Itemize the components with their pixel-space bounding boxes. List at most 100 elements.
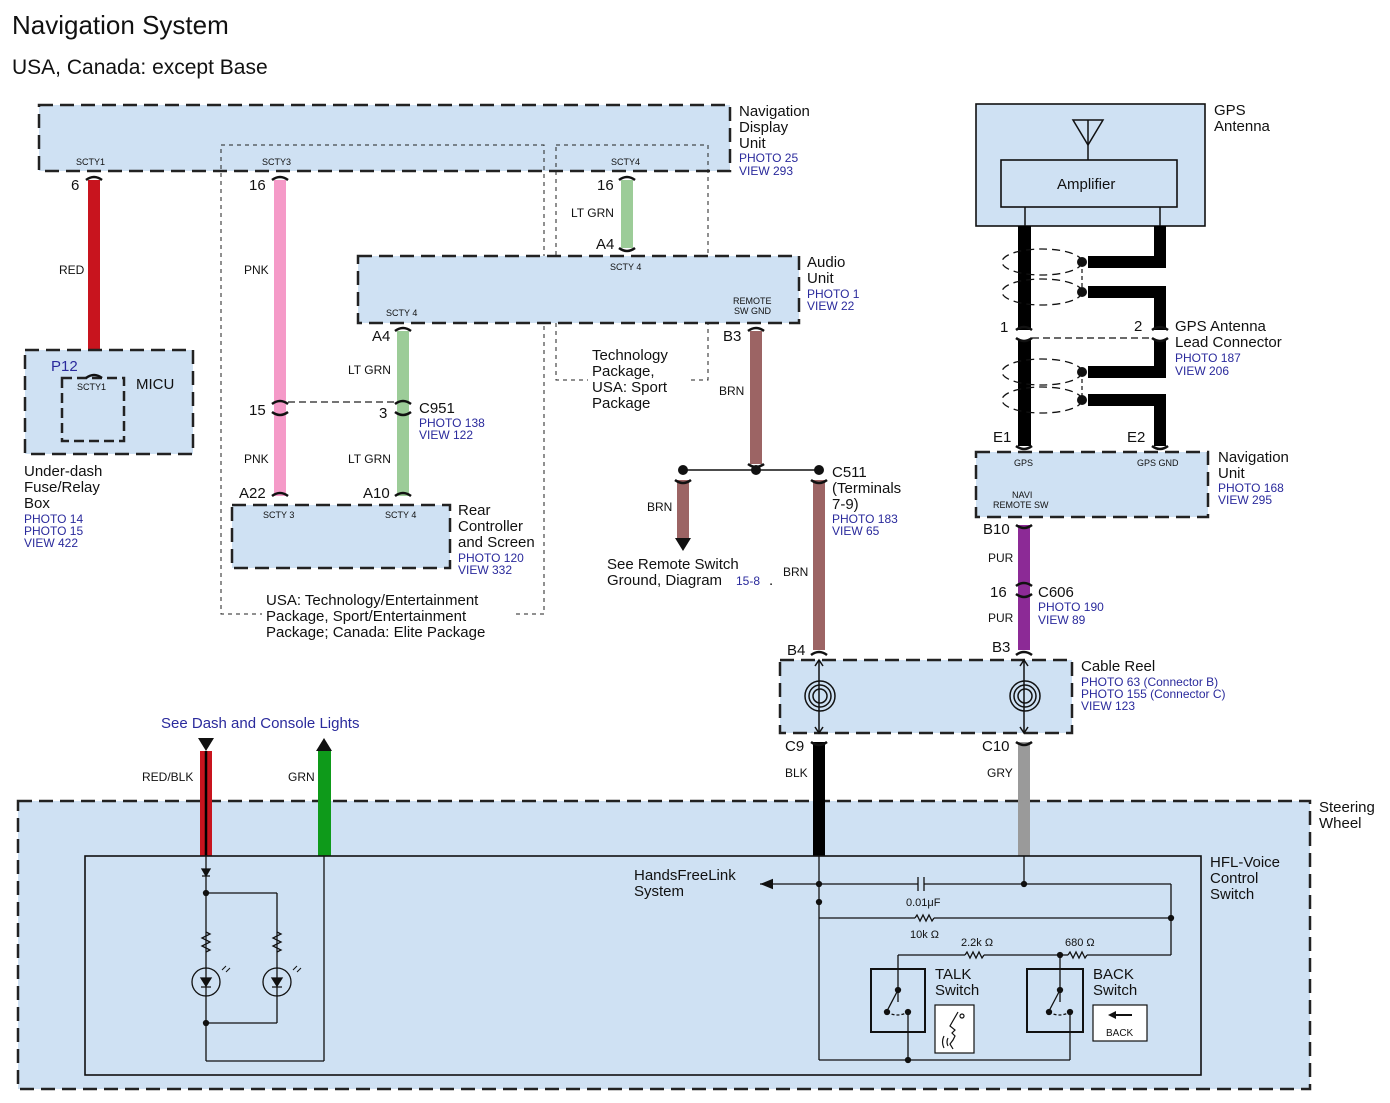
hfl-system-label: System	[634, 883, 684, 900]
pin-label: A22	[239, 485, 266, 502]
amplifier-block	[1000, 159, 1178, 208]
audio-unit[interactable]: SCTY 4 SCTY 4 REMOTE SW GND Audio Unit P…	[356, 254, 860, 325]
view-ref-link[interactable]: VIEW 122	[419, 428, 473, 442]
switch-name: BACK	[1093, 966, 1134, 983]
pin-label: P12	[51, 358, 78, 375]
gps-antenna[interactable]: Amplifier GPS Antenna	[975, 102, 1271, 227]
connector-label: SCTY 3	[263, 510, 294, 520]
wire-brown	[813, 480, 825, 650]
component-name: Box	[24, 495, 50, 512]
photo-ref-link[interactable]: PHOTO 1	[807, 287, 860, 301]
micu-box[interactable]: P12 SCTY1 MICU	[23, 348, 195, 456]
connector-name: C511	[832, 464, 867, 481]
view-ref-link[interactable]: VIEW 89	[1038, 613, 1086, 627]
component-name: Under-dash	[24, 463, 102, 480]
terminal	[1015, 740, 1033, 747]
pin-label: A4	[372, 328, 390, 345]
pin-label: 3	[379, 405, 387, 422]
connector-c951-terminal	[394, 399, 412, 417]
pin-label: C10	[982, 738, 1010, 755]
terminal	[394, 491, 412, 498]
note-mask	[588, 342, 688, 414]
cable-reel[interactable]: Cable Reel PHOTO 63 (Connector B) PHOTO …	[778, 658, 1226, 735]
view-ref-link[interactable]: VIEW 332	[458, 563, 512, 577]
component-name: Antenna	[1214, 118, 1271, 135]
component-name: Navigation	[739, 103, 810, 120]
component-name: Wheel	[1319, 815, 1362, 832]
photo-ref-link[interactable]: PHOTO 138	[419, 416, 485, 430]
wire-color-label: LT GRN	[571, 206, 614, 220]
component-name: MICU	[136, 376, 174, 393]
photo-ref-link[interactable]: PHOTO 120	[458, 551, 524, 565]
component-name: Unit	[1218, 465, 1246, 482]
pin-label: E2	[1127, 429, 1145, 446]
view-ref-link[interactable]: VIEW 422	[24, 536, 78, 550]
pin-function-label: REMOTE SW	[993, 500, 1049, 510]
option-note: Package	[592, 395, 650, 412]
rear-controller-and-screen[interactable]: SCTY 3 SCTY 4 Rear Controller and Screen…	[230, 502, 535, 577]
component-name: Unit	[739, 135, 767, 152]
component-name: and Screen	[458, 534, 535, 551]
photo-ref-link[interactable]: PHOTO 25	[739, 151, 798, 165]
wire-red	[88, 180, 100, 372]
nav-display-unit[interactable]: SCTY1 SCTY3 SCTY4 Navigation Display Uni…	[37, 103, 810, 178]
component-name: Switch	[1210, 886, 1254, 903]
dash-lights-link[interactable]: See Dash and Console Lights	[161, 715, 359, 732]
photo-ref-link[interactable]: PHOTO 168	[1218, 481, 1284, 495]
wire-color-label: BRN	[783, 565, 808, 579]
pin-function-label: GPS GND	[1137, 458, 1179, 468]
splice-point	[751, 465, 761, 475]
component-name: Cable Reel	[1081, 658, 1155, 675]
terminal	[1015, 650, 1033, 657]
talk-switch-body	[870, 968, 926, 1033]
terminal	[618, 175, 636, 182]
page-subtitle: USA, Canada: except Base	[12, 56, 268, 79]
punctuation: .	[769, 572, 773, 589]
diagram-link[interactable]: 15-8	[736, 574, 760, 588]
pin-label: 1	[1000, 319, 1008, 336]
photo-ref-link[interactable]: PHOTO 14	[24, 512, 83, 526]
photo-ref-link[interactable]: PHOTO 190	[1038, 600, 1104, 614]
ground-arrow-icon	[675, 538, 691, 551]
connector-label: SCTY1	[77, 382, 106, 392]
option-note: USA: Technology/Entertainment	[266, 592, 479, 609]
view-ref-link[interactable]: VIEW 293	[739, 164, 793, 178]
component-name: Steering	[1319, 799, 1375, 816]
pin-label: 16	[597, 177, 614, 194]
component-name: Audio	[807, 254, 845, 271]
component-name: Navigation	[1218, 449, 1289, 466]
photo-ref-link[interactable]: PHOTO 155 (Connector C)	[1081, 687, 1226, 701]
option-note: Package; Canada: Elite Package	[266, 624, 485, 641]
pin-function-label: SW GND	[734, 306, 771, 316]
pin-label: A4	[596, 236, 614, 253]
wire-brown	[677, 480, 689, 538]
photo-ref-link[interactable]: PHOTO 183	[832, 512, 898, 526]
illumination-circuit	[191, 856, 325, 1062]
wire-black	[813, 742, 825, 856]
resistor-value: 2.2k Ω	[961, 937, 993, 949]
view-ref-link[interactable]: VIEW 65	[832, 524, 880, 538]
pin-label: 16	[990, 584, 1007, 601]
photo-ref-link[interactable]: PHOTO 187	[1175, 351, 1241, 365]
photo-ref-link[interactable]: PHOTO 63 (Connector B)	[1081, 675, 1218, 689]
view-ref-link[interactable]: VIEW 206	[1175, 364, 1229, 378]
page-title: Navigation System	[12, 10, 229, 40]
wire-color-label: GRY	[987, 766, 1013, 780]
connector-name: 7-9)	[832, 496, 859, 513]
resistor-value: 10k Ω	[910, 929, 939, 941]
component-name: Controller	[458, 518, 523, 535]
terminal	[810, 478, 828, 485]
terminal	[810, 650, 828, 657]
pin-function-label: GPS	[1014, 458, 1033, 468]
terminal	[674, 478, 692, 485]
led-icon	[262, 967, 292, 997]
clock-spring-icon	[804, 658, 836, 735]
option-note: Technology	[592, 347, 668, 364]
photo-ref-link[interactable]: PHOTO 15	[24, 524, 83, 538]
view-ref-link[interactable]: VIEW 295	[1218, 493, 1272, 507]
navigation-unit[interactable]: GPS GPS GND NAVI REMOTE SW Navigation Un…	[974, 449, 1289, 519]
view-ref-link[interactable]: VIEW 123	[1081, 699, 1135, 713]
view-ref-link[interactable]: VIEW 22	[807, 299, 855, 313]
pin-function-label: REMOTE	[733, 296, 772, 306]
